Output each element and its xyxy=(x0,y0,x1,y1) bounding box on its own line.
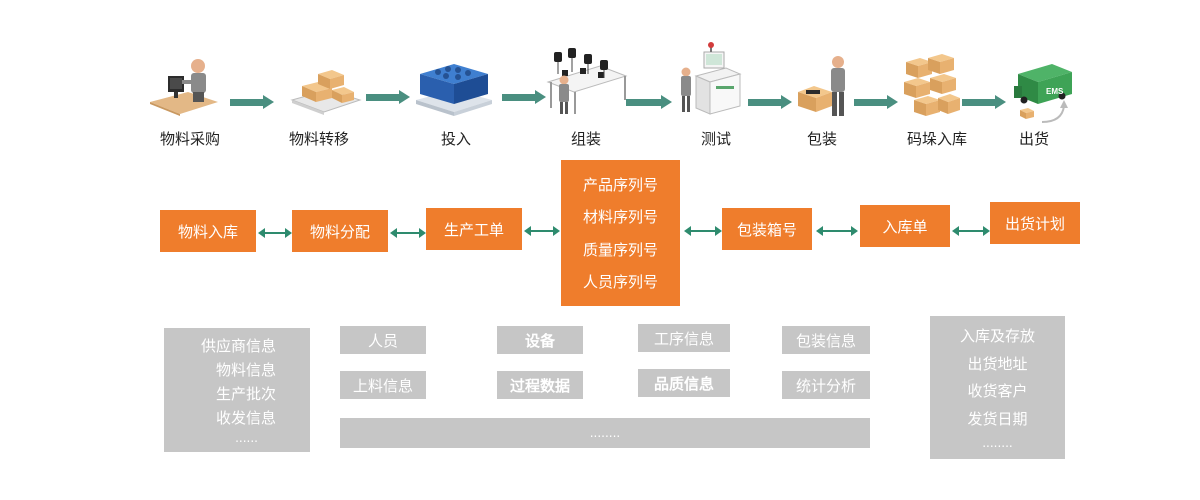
info-material: 物料信息 xyxy=(215,361,276,380)
stage-label-stack: 码垛入库 xyxy=(906,130,967,148)
stage-label-purchase: 物料采购 xyxy=(159,130,220,148)
stage-label-input: 投入 xyxy=(440,130,471,148)
bidirectional-connector xyxy=(390,228,426,238)
stacked-boxes-icon xyxy=(900,52,962,118)
info-ship-address: 出货地址 xyxy=(967,354,1028,373)
tag-process-data: 过程数据 xyxy=(497,371,583,399)
info-storage: 入库及存放 xyxy=(959,327,1035,346)
pallet-input-icon xyxy=(414,60,494,118)
warehouse-receipt-box: 入库单 xyxy=(860,205,950,247)
material-transfer-icon xyxy=(288,62,362,116)
stage-label-pack: 包装 xyxy=(806,130,837,148)
serial-quality: 质量序列号 xyxy=(582,240,658,259)
material-alloc-box: 物料分配 xyxy=(292,210,388,252)
purchasing-worker-icon xyxy=(148,58,220,116)
tag-process-info: 工序信息 xyxy=(638,324,730,352)
tag-feeding-info: 上料信息 xyxy=(340,371,426,399)
stage-label-test: 测试 xyxy=(700,130,731,148)
shipping-plan-box: 出货计划 xyxy=(990,202,1080,244)
serial-personnel: 人员序列号 xyxy=(582,273,658,292)
info-transaction: 收发信息 xyxy=(215,408,276,427)
tag-personnel: 人员 xyxy=(340,326,426,354)
flow-arrow xyxy=(962,95,1006,109)
supplier-info-panel: 供应商信息 物料信息 生产批次 收发信息 ...... xyxy=(164,328,310,452)
middle-more-bar: ........ xyxy=(340,418,870,448)
bidirectional-connector xyxy=(258,228,292,238)
info-ship-date: 发货日期 xyxy=(967,410,1028,429)
info-more: ...... xyxy=(235,430,258,445)
tag-quality-info: 品质信息 xyxy=(638,369,730,397)
flow-arrow xyxy=(230,95,274,109)
bidirectional-connector xyxy=(816,226,858,236)
packing-worker-icon xyxy=(796,54,852,118)
tag-equipment: 设备 xyxy=(497,326,583,354)
flow-arrow xyxy=(366,90,410,104)
serial-material: 材料序列号 xyxy=(582,208,658,227)
material-in-box: 物料入库 xyxy=(160,210,256,252)
info-more: ........ xyxy=(982,435,1013,450)
assembly-line-icon xyxy=(540,46,628,116)
bidirectional-connector xyxy=(524,226,560,236)
serial-numbers-box: 产品序列号 材料序列号 质量序列号 人员序列号 xyxy=(561,160,680,306)
stage-label-ship: 出货 xyxy=(1018,130,1049,148)
info-batch: 生产批次 xyxy=(215,384,276,403)
ems-truck-icon: EMS xyxy=(1012,56,1074,128)
box-number-box: 包装箱号 xyxy=(722,208,812,250)
testing-machine-icon xyxy=(676,42,742,116)
stage-label-assembly: 组装 xyxy=(570,130,601,148)
tag-packing-info: 包装信息 xyxy=(782,326,870,354)
bidirectional-connector xyxy=(952,226,990,236)
tag-statistics: 统计分析 xyxy=(782,371,870,399)
stage-label-transfer: 物料转移 xyxy=(288,130,349,148)
flow-arrow xyxy=(748,95,792,109)
work-order-box: 生产工单 xyxy=(426,208,522,250)
flow-arrow xyxy=(502,90,546,104)
info-supplier: 供应商信息 xyxy=(200,337,276,356)
shipping-info-panel: 入库及存放 出货地址 收货客户 发货日期 ........ xyxy=(930,316,1065,459)
truck-ems-label: EMS xyxy=(1046,87,1064,96)
info-customer: 收货客户 xyxy=(967,382,1028,401)
serial-product: 产品序列号 xyxy=(582,175,658,194)
flow-arrow xyxy=(626,95,672,109)
bidirectional-connector xyxy=(684,226,722,236)
flow-arrow xyxy=(854,95,898,109)
